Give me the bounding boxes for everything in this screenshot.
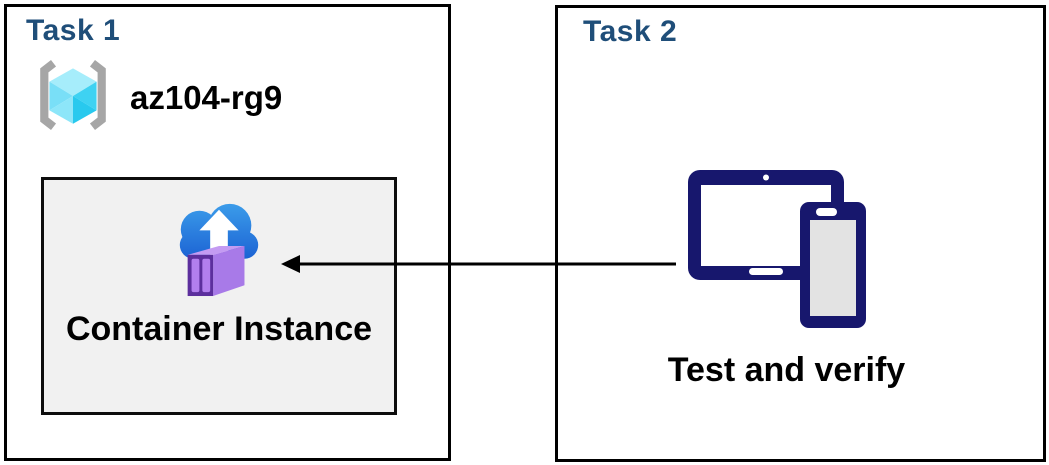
task2-box: Task 2 Test and verify (555, 5, 1046, 462)
resource-group-icon (32, 59, 114, 136)
resource-group-name: az104-rg9 (130, 78, 283, 116)
resource-group: az104-rg9 (32, 59, 282, 136)
container-instance-label: Container Instance (65, 310, 373, 348)
task1-title: Task 1 (26, 14, 121, 47)
container-instance-icon (170, 196, 268, 300)
container-instance-box: Container Instance (41, 177, 397, 415)
task1-box: Task 1 az104-rg9 (4, 4, 451, 461)
devices-icon (688, 168, 868, 328)
arrow-connector (281, 255, 676, 273)
task2-title: Task 2 (583, 15, 678, 48)
test-verify-label: Test and verify (667, 351, 906, 389)
